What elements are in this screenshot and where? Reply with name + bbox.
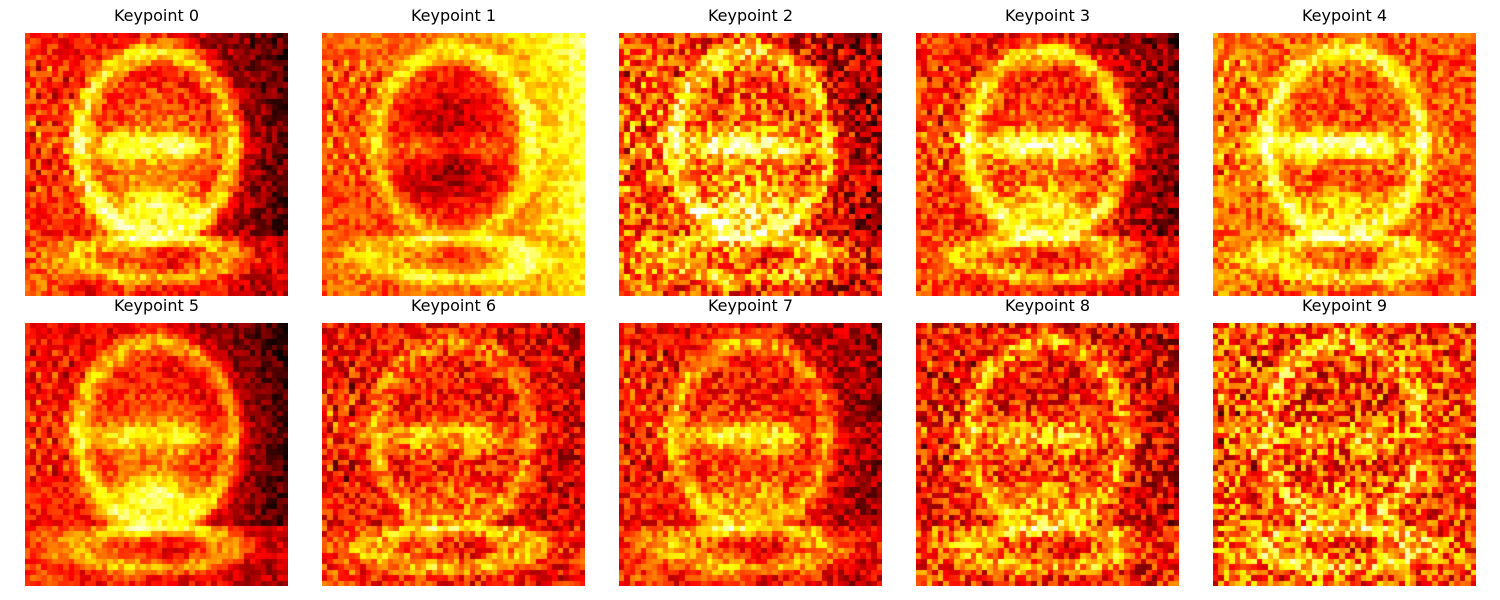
panel-title: Keypoint 5 [113, 296, 200, 315]
heatmap-image [619, 33, 882, 296]
heatmap-image [322, 323, 585, 586]
panel-title: Keypoint 8 [1004, 296, 1091, 315]
panel-title: Keypoint 3 [1004, 6, 1091, 25]
heatmap-image [25, 323, 288, 586]
panel-title: Keypoint 6 [410, 296, 497, 315]
panel-title: Keypoint 1 [410, 6, 497, 25]
heatmap-image [322, 33, 585, 296]
panel-title: Keypoint 2 [707, 6, 794, 25]
panel-title: Keypoint 7 [707, 296, 794, 315]
heatmap-image [916, 323, 1179, 586]
heatmap-image [1213, 33, 1476, 296]
panel-title: Keypoint 4 [1301, 6, 1388, 25]
panel-title: Keypoint 0 [113, 6, 200, 25]
heatmap-image [25, 33, 288, 296]
heatmap-image [1213, 323, 1476, 586]
heatmap-image [619, 323, 882, 586]
heatmap-image [916, 33, 1179, 296]
panel-title: Keypoint 9 [1301, 296, 1388, 315]
